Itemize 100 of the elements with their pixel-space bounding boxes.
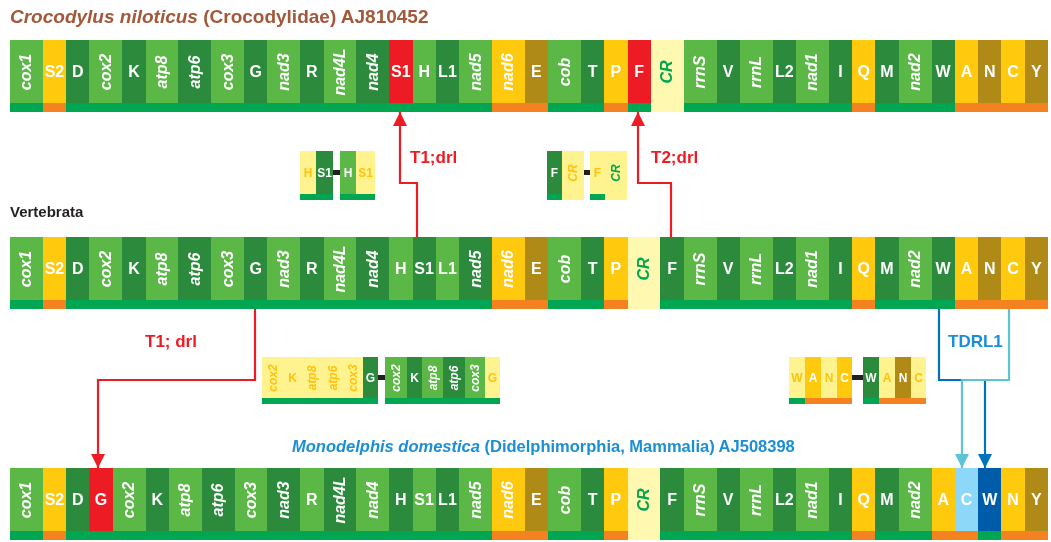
gene-label: cox2 bbox=[97, 250, 114, 287]
gene-box bbox=[895, 357, 911, 404]
gene-label: G bbox=[249, 260, 262, 277]
gene-label: C bbox=[960, 491, 973, 508]
gene-box bbox=[1001, 468, 1025, 540]
gene-box bbox=[875, 468, 899, 540]
gene-label: CR bbox=[635, 256, 652, 281]
gene-box bbox=[524, 468, 549, 540]
edge-label: T1; drl bbox=[143, 333, 199, 352]
gene-box bbox=[323, 237, 357, 309]
gene-label: nad2 bbox=[907, 249, 924, 288]
gene-label: cox3 bbox=[242, 481, 259, 518]
gene-label: H bbox=[418, 63, 430, 80]
gene-box bbox=[898, 237, 932, 309]
gene-label: C bbox=[1007, 63, 1019, 80]
gene-label: nad6 bbox=[500, 52, 517, 91]
gene-label: CR bbox=[610, 163, 622, 182]
gene-label: rrnL bbox=[748, 483, 765, 516]
gene-label: C bbox=[1007, 260, 1019, 277]
gene-box bbox=[389, 468, 413, 540]
gene-box bbox=[605, 151, 627, 200]
gene-label: cox3 bbox=[469, 363, 481, 392]
gene-label: cox2 bbox=[266, 363, 279, 392]
gene-label: C bbox=[914, 371, 923, 384]
gene-box bbox=[931, 237, 955, 309]
gene-label: R bbox=[306, 260, 318, 277]
gene-box bbox=[356, 151, 375, 200]
gene-box bbox=[548, 468, 581, 540]
gene-box bbox=[234, 468, 268, 540]
gene-label: atp8 bbox=[154, 252, 170, 285]
gene-box bbox=[580, 237, 605, 309]
gene-box bbox=[837, 357, 852, 404]
gene-box bbox=[323, 468, 357, 540]
gene-label: S1 bbox=[391, 63, 411, 80]
gene-box bbox=[42, 40, 67, 112]
gene-box bbox=[435, 468, 460, 540]
gene-label: E bbox=[531, 63, 542, 80]
gene-label: H bbox=[395, 260, 407, 277]
gene-box bbox=[683, 468, 717, 540]
gene-box bbox=[89, 237, 123, 309]
gene-box bbox=[863, 357, 879, 404]
gene-label: A bbox=[937, 491, 949, 508]
gene-label: N bbox=[983, 260, 996, 277]
gene-label: nad4L bbox=[331, 475, 348, 524]
gene-box bbox=[412, 468, 436, 540]
gene-box bbox=[978, 237, 1002, 309]
gene-label: cox2 bbox=[390, 363, 402, 392]
gene-box bbox=[852, 237, 876, 309]
gene-box bbox=[828, 237, 853, 309]
gene-label: atp8 bbox=[177, 483, 194, 516]
gene-label: K bbox=[128, 63, 140, 80]
gene-box bbox=[343, 357, 363, 404]
link-bar bbox=[333, 170, 340, 175]
gene-box bbox=[122, 237, 146, 309]
gene-label: M bbox=[880, 491, 894, 508]
gene-box bbox=[491, 40, 525, 112]
gene-box bbox=[145, 40, 179, 112]
gene-label: G bbox=[365, 371, 376, 384]
gene-label: A bbox=[960, 260, 973, 277]
gene-box bbox=[716, 40, 740, 112]
gene-label: atp8 bbox=[426, 365, 439, 390]
gene-label: cob bbox=[556, 485, 573, 514]
gene-box bbox=[340, 151, 356, 200]
gene-label: cox2 bbox=[121, 481, 138, 518]
gene-label: cox3 bbox=[347, 363, 359, 392]
gene-box bbox=[898, 40, 932, 112]
gene-label: cox3 bbox=[219, 53, 236, 90]
gene-box bbox=[178, 237, 212, 309]
gene-label: E bbox=[531, 260, 542, 277]
gene-label: atp6 bbox=[186, 55, 203, 88]
gene-label: F bbox=[550, 166, 559, 179]
gene-box bbox=[422, 357, 443, 404]
gene-box bbox=[267, 40, 301, 112]
gene-box bbox=[795, 237, 829, 309]
gene-label: nad1 bbox=[804, 52, 821, 91]
gene-label: A bbox=[882, 371, 892, 384]
gene-box bbox=[435, 237, 460, 309]
gene-box bbox=[491, 237, 525, 309]
gene-box bbox=[300, 468, 324, 540]
gene-label: M bbox=[880, 63, 894, 80]
gene-label: C bbox=[840, 371, 849, 384]
gene-box bbox=[524, 40, 549, 112]
gene-label: K bbox=[128, 260, 140, 277]
gene-label: rrnL bbox=[748, 55, 765, 88]
gene-label: atp8 bbox=[154, 55, 170, 88]
gene-box bbox=[650, 40, 684, 112]
gene-label: nad1 bbox=[804, 249, 821, 288]
gene-box bbox=[1001, 40, 1025, 112]
gene-box bbox=[627, 237, 661, 309]
gene-box bbox=[683, 237, 717, 309]
gene-label: N bbox=[824, 371, 834, 384]
gene-label: cob bbox=[556, 254, 573, 283]
gene-label: A bbox=[808, 371, 818, 384]
gene-label: cox2 bbox=[97, 53, 114, 90]
gene-box bbox=[89, 40, 123, 112]
gene-label: nad4L bbox=[331, 47, 348, 96]
gene-box bbox=[300, 237, 324, 309]
gene-box bbox=[112, 468, 146, 540]
gene-label: nad3 bbox=[275, 249, 292, 288]
gene-box bbox=[524, 237, 549, 309]
